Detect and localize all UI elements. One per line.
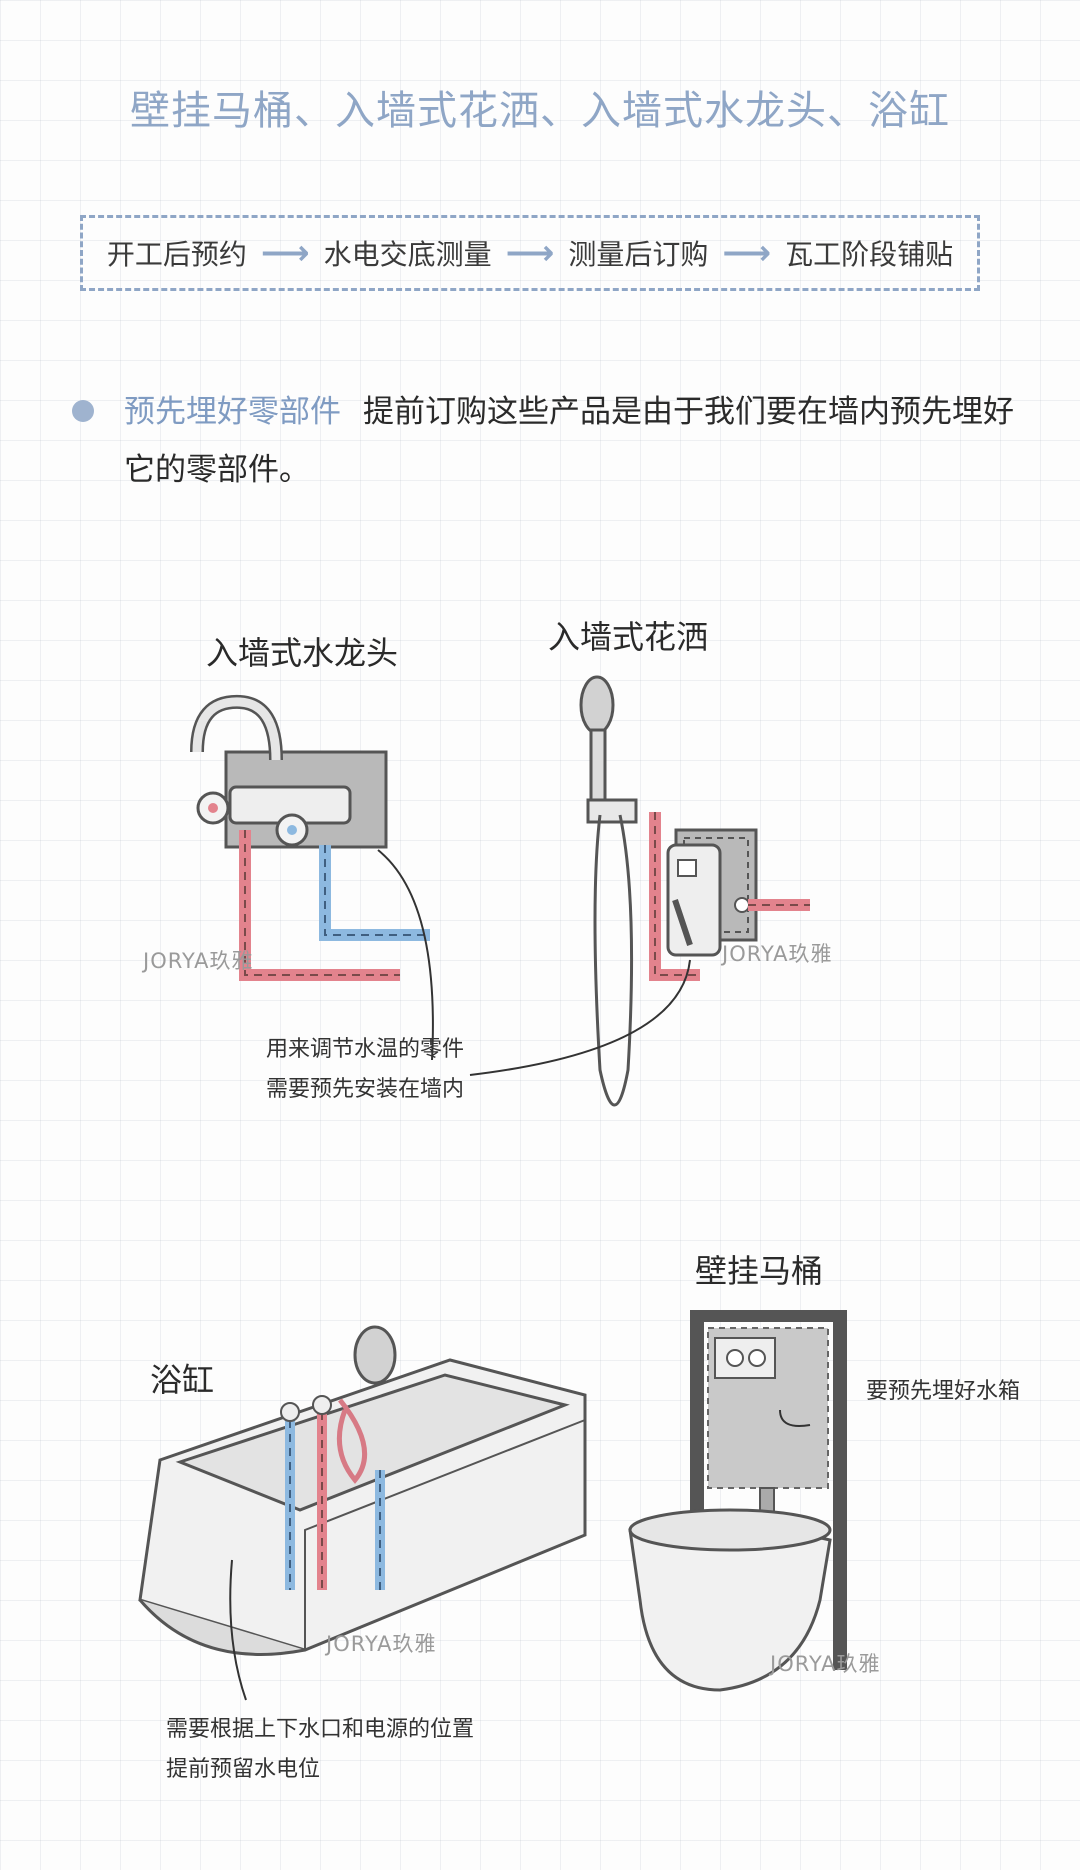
bathtub-note-line-1: 需要根据上下水口和电源的位置	[166, 1717, 475, 1742]
note-line-1: 用来调节水温的零件	[266, 1037, 465, 1062]
arrow-right-icon: ⟶	[722, 233, 772, 273]
shower-label: 入墙式花洒	[548, 618, 709, 656]
page-title: 壁挂马桶、入墙式花洒、入墙式水龙头、浴缸	[130, 88, 950, 134]
bathtub-illustration	[138, 1325, 587, 1701]
toilet-note: 要预先埋好水箱	[866, 1379, 1021, 1404]
intro-highlight: 预先埋好零部件	[124, 394, 341, 430]
intro-paragraph: 预先埋好零部件提前订购这些产品是由于我们要在墙内预先埋好它的零部件。	[124, 383, 1024, 499]
bathtub-label: 浴缸	[150, 1361, 215, 1399]
process-step-4: 瓦工阶段铺贴	[785, 238, 954, 271]
process-step-1: 开工后预约	[106, 238, 247, 271]
watermark-text: JORYA玖雅	[326, 1632, 437, 1656]
toilet-label: 壁挂马桶	[695, 1252, 824, 1290]
note-line-2: 需要预先安装在墙内	[266, 1077, 465, 1102]
wall-shower-illustration	[469, 675, 810, 1107]
faucet-label: 入墙式水龙头	[206, 634, 399, 672]
watermark-text: JORYA玖雅	[770, 1652, 881, 1676]
bullet-dot-icon	[72, 400, 94, 422]
process-step-2: 水电交底测量	[323, 238, 492, 271]
bathtub-note-line-2: 提前预留水电位	[166, 1757, 321, 1782]
process-step-3: 测量后订购	[568, 238, 709, 271]
watermark-text: JORYA玖雅	[143, 949, 254, 973]
process-flow: 开工后预约 ⟶ 水电交底测量 ⟶ 测量后订购 ⟶ 瓦工阶段铺贴	[80, 215, 980, 291]
faucet-shower-note: 用来调节水温的零件 需要预先安装在墙内	[266, 1030, 464, 1110]
watermark-text: JORYA玖雅	[722, 942, 833, 966]
intro-text: 提前订购这些产品是由于我们要在墙内预先埋好它的零部件。	[124, 394, 1014, 488]
arrow-right-icon: ⟶	[505, 233, 555, 273]
wall-toilet-illustration	[628, 1310, 847, 1692]
arrow-right-icon: ⟶	[260, 233, 310, 273]
wall-faucet-illustration	[190, 694, 434, 1061]
bathtub-note: 需要根据上下水口和电源的位置 提前预留水电位	[166, 1710, 474, 1790]
